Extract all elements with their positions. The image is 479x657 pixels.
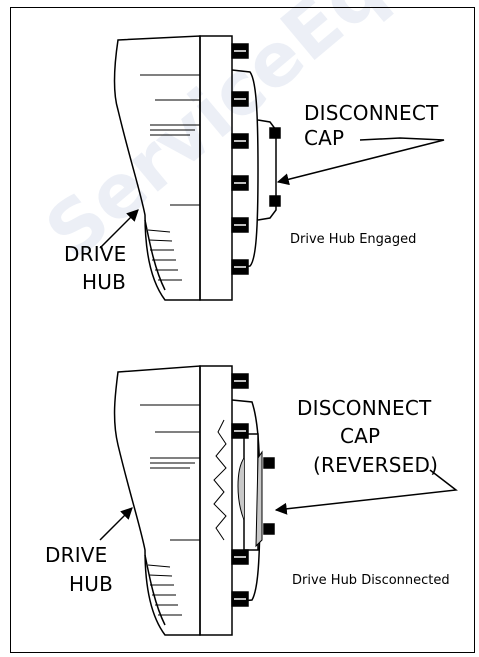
bottom-cap-label-line2: CAP — [340, 424, 381, 448]
bottom-arrows — [99, 469, 458, 541]
bottom-caption: Drive Hub Disconnected — [292, 573, 450, 588]
top-hub-label-line1: DRIVE — [64, 242, 127, 266]
top-cap-label-line1: DISCONNECT — [304, 101, 439, 125]
bottom-cap-label-line1: DISCONNECT — [297, 396, 432, 420]
top-hub-label-line2: HUB — [82, 270, 126, 294]
bottom-hub-illustration — [113, 365, 275, 636]
bottom-hub-label-line1: DRIVE — [45, 543, 108, 567]
diagram-frame — [10, 7, 475, 653]
bottom-cap-label-line3: (REVERSED) — [313, 453, 439, 477]
bottom-hub-label-line2: HUB — [69, 572, 113, 596]
top-hub-illustration — [113, 35, 281, 301]
top-cap-label-line2: CAP — [304, 126, 345, 150]
top-caption: Drive Hub Engaged — [290, 232, 417, 247]
top-arrows — [99, 137, 445, 249]
